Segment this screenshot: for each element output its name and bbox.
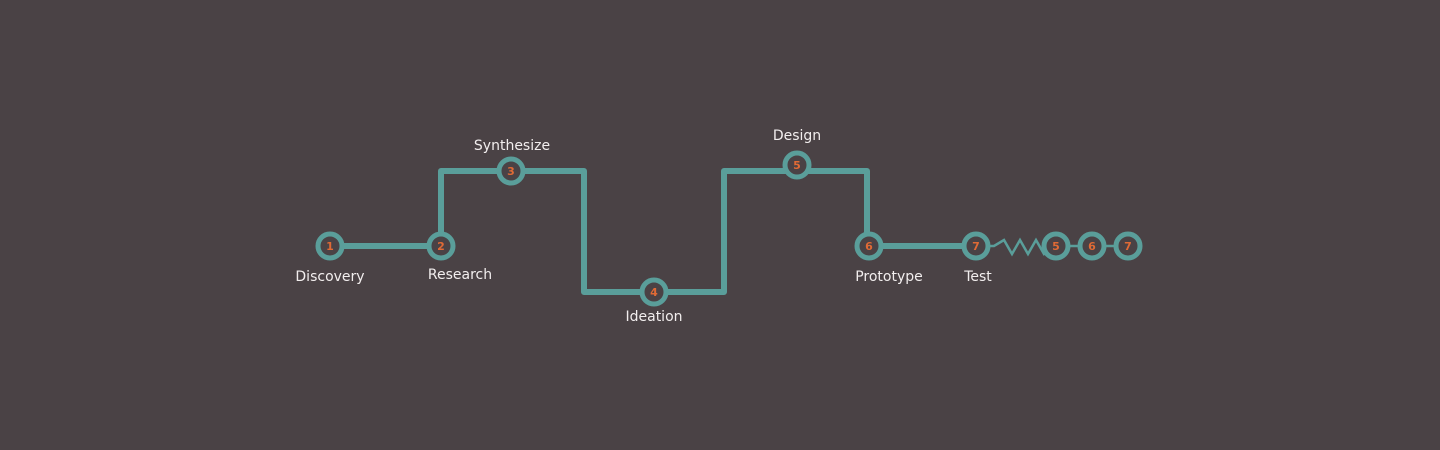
step-label-ideation: Ideation (625, 309, 682, 325)
step-number: 5 (1052, 240, 1060, 253)
step-node-prototype: 6 (854, 231, 884, 261)
step-node-design: 5 (782, 150, 812, 180)
step-number: 5 (793, 159, 801, 172)
step-node-ring (854, 231, 884, 261)
step-number: 3 (507, 165, 515, 178)
iteration-zigzag (976, 237, 1055, 257)
step-node-ring (315, 231, 345, 261)
step-node-ring (961, 231, 991, 261)
step-node-ring (426, 231, 456, 261)
step-node-research: 2 (426, 231, 456, 261)
step-number: 2 (437, 240, 445, 253)
step-node-test: 7 (961, 231, 991, 261)
step-number: 4 (650, 286, 658, 299)
step-label-test: Test (963, 269, 992, 285)
step-node-synthesize: 3 (496, 156, 526, 186)
step-number: 7 (972, 240, 980, 253)
step-label-prototype: Prototype (855, 269, 923, 285)
step-node-loop-3: 7 (1113, 231, 1143, 261)
step-node-ring (782, 150, 812, 180)
step-label-research: Research (428, 267, 492, 283)
step-node-ring (1041, 231, 1071, 261)
step-node-ideation: 4 (639, 277, 669, 307)
step-number: 6 (865, 240, 873, 253)
step-number: 6 (1088, 240, 1096, 253)
step-node-ring (496, 156, 526, 186)
step-node-ring (639, 277, 669, 307)
step-number: 1 (326, 240, 334, 253)
step-label-design: Design (773, 128, 821, 144)
step-node-loop-2: 6 (1077, 231, 1107, 261)
step-node-loop-1: 5 (1041, 231, 1071, 261)
step-label-discovery: Discovery (295, 269, 364, 285)
step-label-synthesize: Synthesize (474, 138, 550, 154)
step-node-discovery: 1 (315, 231, 345, 261)
step-number: 7 (1124, 240, 1132, 253)
step-node-ring (1077, 231, 1107, 261)
step-node-ring (1113, 231, 1143, 261)
